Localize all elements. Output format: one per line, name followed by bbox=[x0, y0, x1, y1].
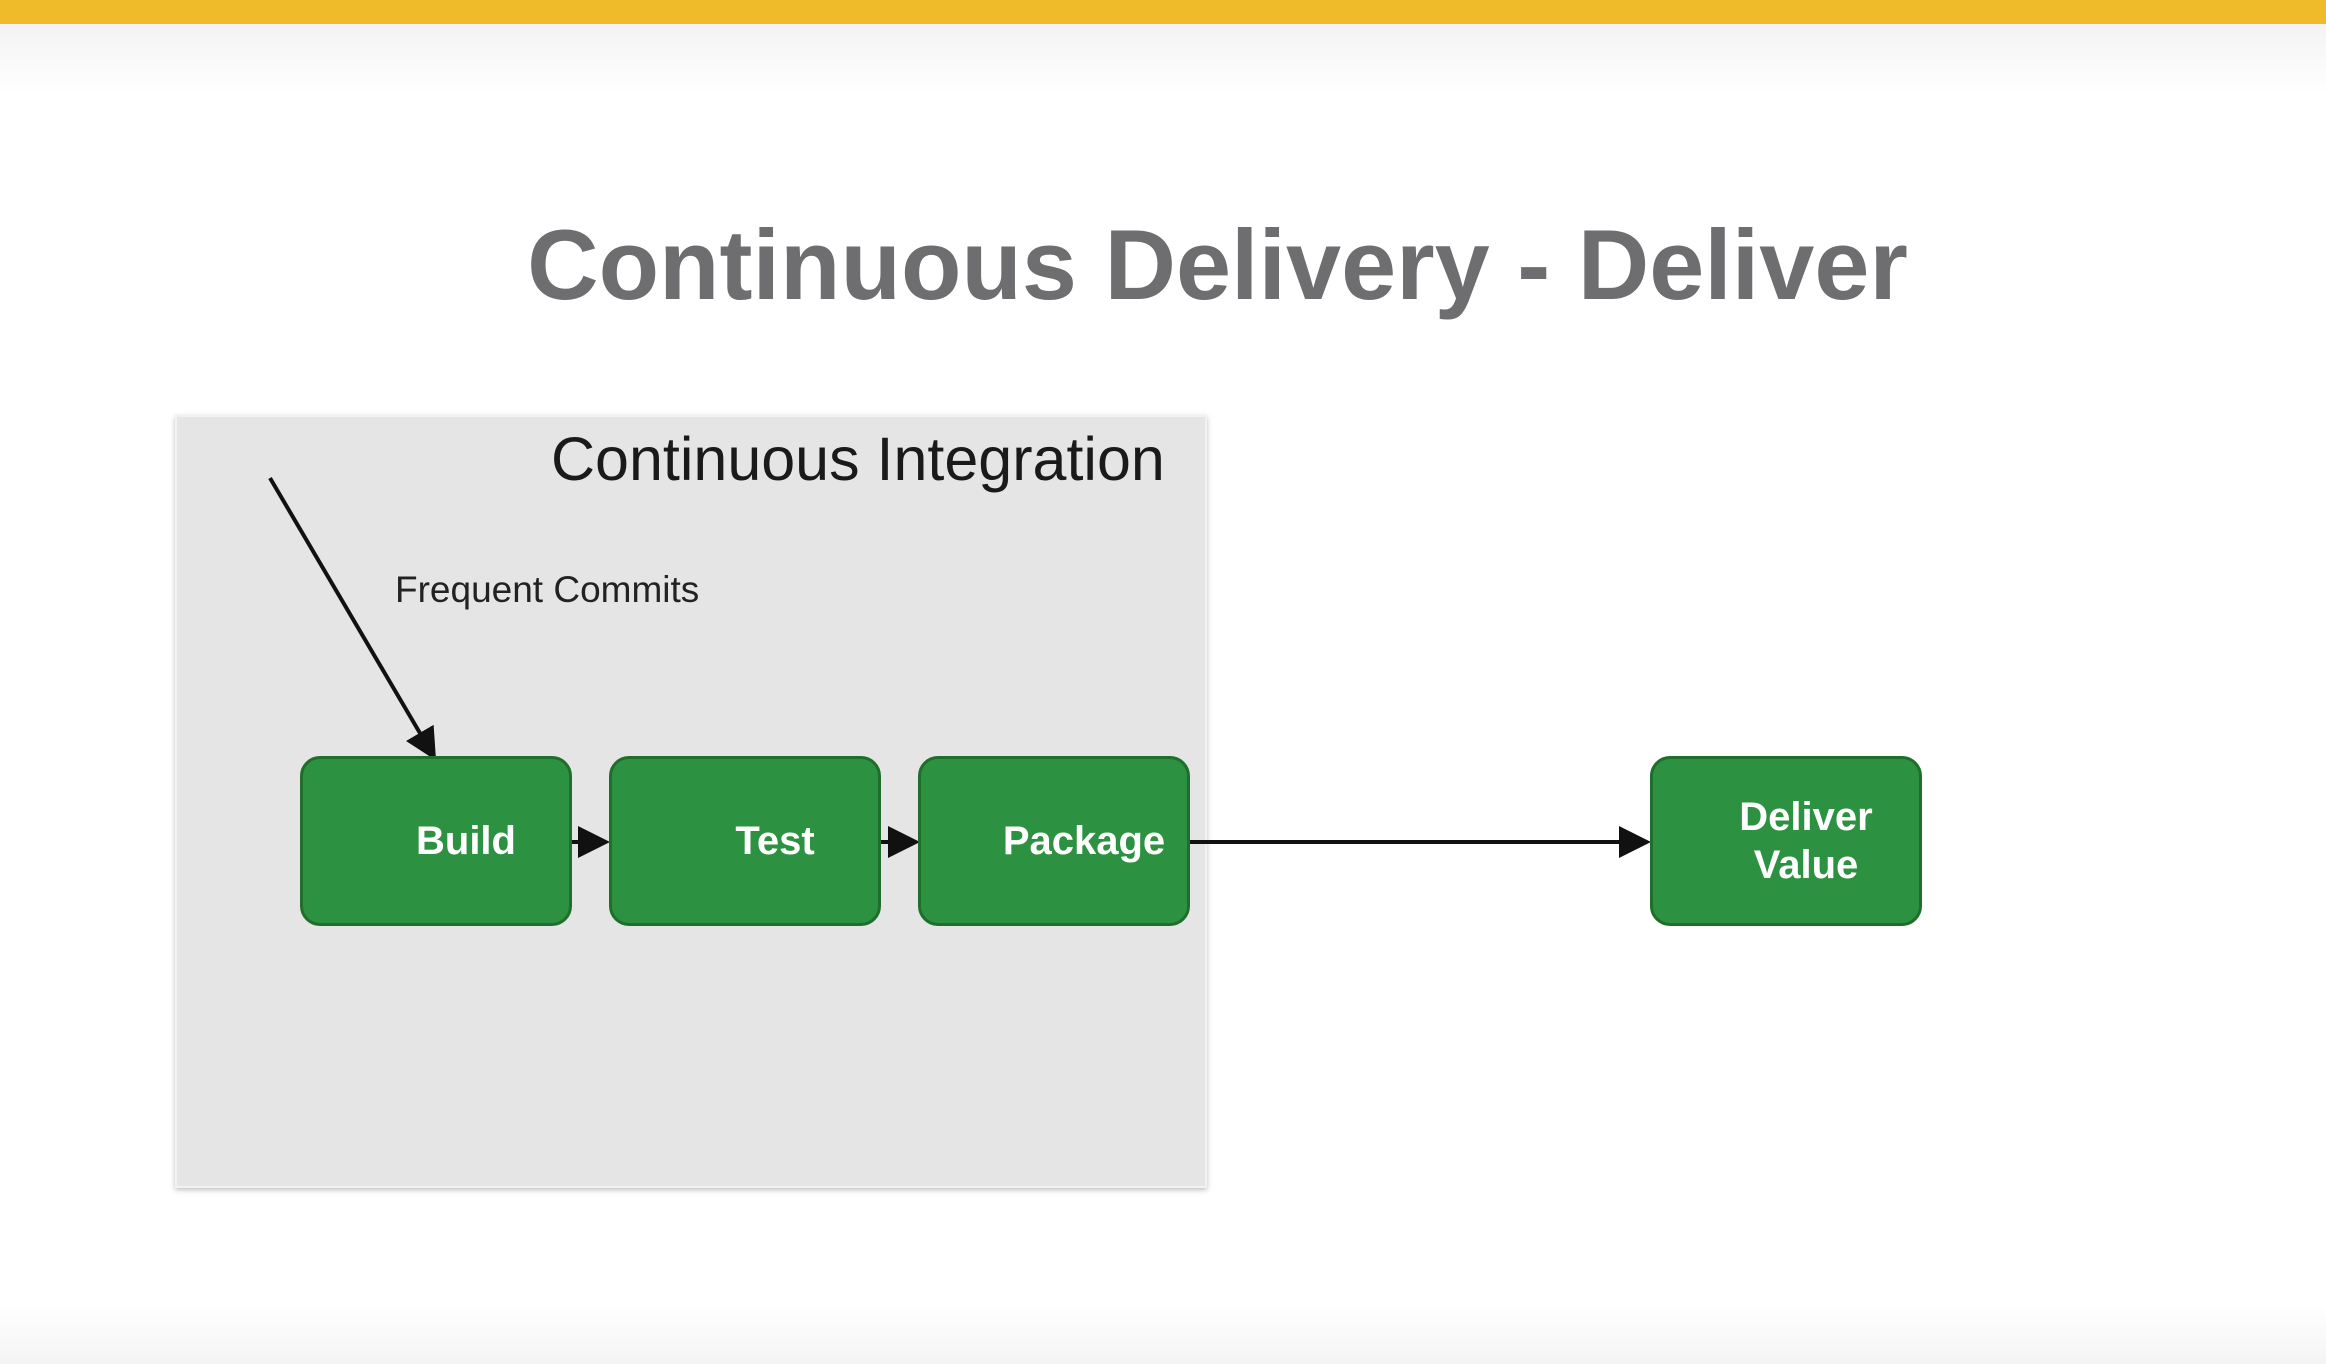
header-shade bbox=[0, 24, 2326, 94]
package-stage: Package bbox=[918, 756, 1190, 926]
frequent-commits-label: Frequent Commits bbox=[395, 569, 700, 610]
slide-title: Continuous Delivery - Deliver bbox=[527, 209, 1908, 320]
accent-top-bar bbox=[0, 0, 2326, 24]
deliver-value-line-2: Value bbox=[1753, 843, 1859, 887]
deliver-value-stage: Deliver Value bbox=[1650, 756, 1922, 926]
commit-arrow bbox=[268, 476, 437, 761]
continuous-integration-label: Continuous Integration bbox=[551, 425, 1165, 493]
build-stage: Build bbox=[300, 756, 572, 926]
footer-shade bbox=[0, 1304, 2326, 1364]
deliver-value-text: Deliver Value bbox=[1739, 793, 1872, 889]
build-stage-label: Build bbox=[416, 819, 516, 863]
test-stage-label: Test bbox=[735, 819, 815, 863]
package-stage-label: Package bbox=[1002, 819, 1166, 863]
test-stage: Test bbox=[609, 756, 881, 926]
deliver-value-line-1: Deliver bbox=[1739, 795, 1873, 839]
